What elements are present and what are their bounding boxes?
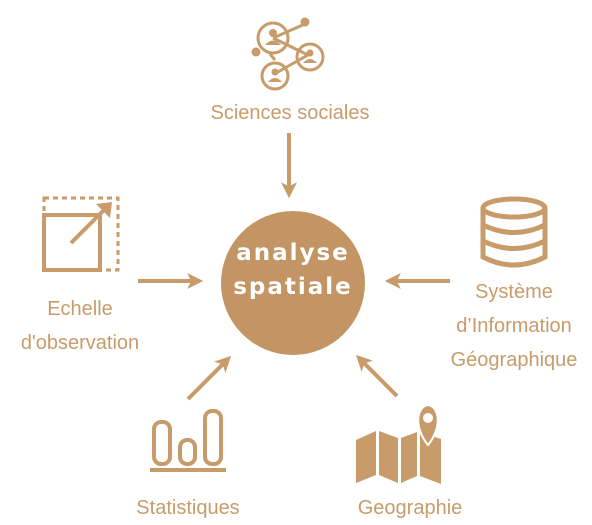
echelle-label-line1: Echelle <box>47 298 113 320</box>
echelle-label: Echelle d'observation <box>5 292 155 360</box>
sig-label-line2: d’Information <box>456 315 572 337</box>
geographie-label: Geographie <box>357 497 463 519</box>
sig-label-line1: Système <box>475 281 553 303</box>
center-label-line1: analyse <box>236 240 350 266</box>
center-circle <box>221 211 365 355</box>
center-label: analyse spatiale <box>218 236 368 304</box>
social-network-icon <box>251 17 325 91</box>
map-pin-icon <box>356 403 441 484</box>
database-icon <box>480 196 548 268</box>
sig-label-line3: Géographique <box>450 349 578 371</box>
scale-resize-icon <box>42 196 120 272</box>
sig-label: Système d’Information Géographique <box>432 275 592 377</box>
bar-chart-icon <box>150 409 226 472</box>
center-label-line2: spatiale <box>233 274 353 300</box>
statistiques-label: Statistiques <box>136 497 240 519</box>
echelle-label-line2: d'observation <box>20 332 140 354</box>
sciences-sociales-label: Sciences sociales <box>210 102 370 124</box>
arrow-from-geographie <box>355 354 399 398</box>
arrow-from-statistiques <box>186 355 232 401</box>
